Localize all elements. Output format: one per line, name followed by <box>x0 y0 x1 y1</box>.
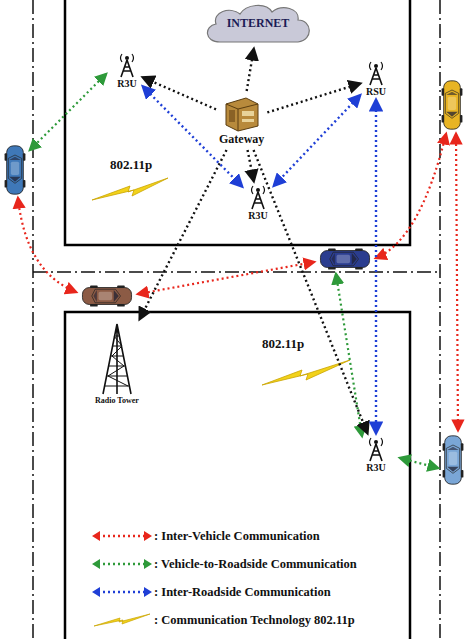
gateway-link <box>254 150 368 433</box>
gateway-link <box>140 150 227 319</box>
node-label: R3U <box>117 78 136 89</box>
legend-text: : Vehicle-to-Roadside Communication <box>154 557 357 572</box>
rsu-antenna: R3U <box>363 436 389 473</box>
protocol-label: 802.11p <box>262 336 304 352</box>
gateway-link <box>248 150 254 181</box>
rsu-icon <box>114 52 140 78</box>
rsu-icon <box>245 184 271 210</box>
node-label: Radio Tower <box>95 396 139 405</box>
internet-cloud: INTERNET <box>200 2 316 46</box>
rsu-icon <box>363 436 389 462</box>
legend-text: : Inter-Vehicle Communication <box>154 529 320 544</box>
rsu-antenna: R3U <box>245 184 271 221</box>
legend: : Inter-Vehicle Communication : Vehicle-t… <box>92 522 357 634</box>
node-label: RSU <box>366 86 386 97</box>
rsu-antenna: R3U <box>114 52 140 89</box>
legend-sample <box>92 556 152 572</box>
node-label: INTERNET <box>200 16 316 31</box>
radio-tower: Radio Tower <box>95 322 139 405</box>
legend-row: : Inter-Roadside Communication <box>92 578 357 606</box>
gateway-node: Gateway <box>219 94 264 147</box>
node-label: R3U <box>366 462 385 473</box>
inter-roadside-link <box>375 100 377 433</box>
gateway-link <box>267 84 360 113</box>
gateway-link <box>247 49 254 91</box>
node-label: R3U <box>248 210 267 221</box>
legend-sample <box>92 528 152 544</box>
legend-text: : Inter-Roadside Communication <box>154 585 331 600</box>
legend-row: : Communication Technology 802.11p <box>92 606 357 634</box>
gateway-icon <box>222 94 262 132</box>
legend-text: : Communication Technology 802.11p <box>154 613 355 628</box>
gateway-link <box>143 77 216 109</box>
tower-icon <box>97 322 137 396</box>
legend-row: : Inter-Vehicle Communication <box>92 522 357 550</box>
legend-sample <box>92 612 152 628</box>
rsu-icon <box>363 60 389 86</box>
legend-sample <box>92 584 152 600</box>
legend-row: : Vehicle-to-Roadside Communication <box>92 550 357 578</box>
protocol-label: 802.11p <box>110 157 152 173</box>
node-label: Gateway <box>219 132 264 147</box>
rsu-antenna: RSU <box>363 60 389 97</box>
inter-roadside-link <box>274 95 360 185</box>
